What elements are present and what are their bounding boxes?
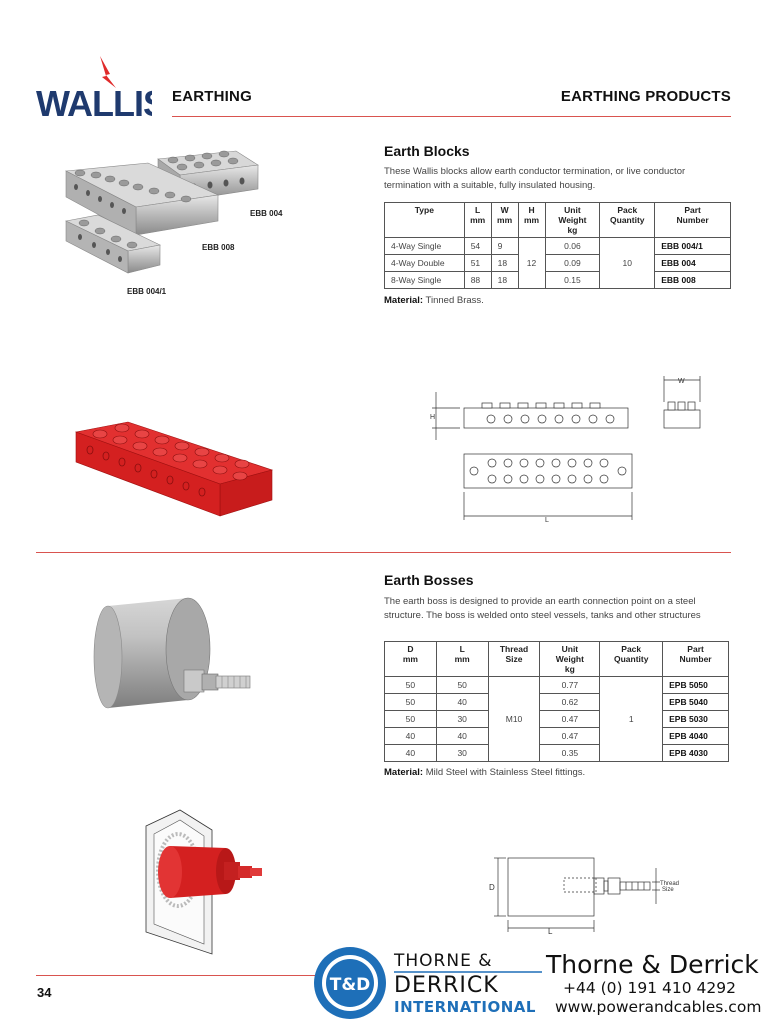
ebb0041-block-image	[65, 214, 161, 274]
table-row: 50 30 0.47 EPB 5030	[384, 710, 729, 728]
svg-text:Thread: Thread	[660, 881, 679, 887]
svg-text:WALLIS: WALLIS	[36, 83, 152, 120]
table-row: 4-Way Single 54 9 12 0.06 10 EBB 004/1	[384, 237, 731, 289]
table-row: 4-Way Double 51 18 0.09 EBB 004	[384, 254, 731, 272]
svg-text:L: L	[545, 517, 549, 524]
footer-divider	[36, 975, 336, 976]
svg-text:L: L	[548, 927, 553, 936]
svg-text:W: W	[678, 378, 685, 385]
lightning-bolt-icon	[100, 56, 116, 88]
col-type: Type	[384, 202, 465, 238]
label-ebb0041: EBB 004/1	[127, 287, 167, 296]
category-title: EARTHING PRODUCTS	[560, 88, 731, 105]
svg-text:Size: Size	[662, 887, 674, 893]
wallis-logo: WALLIS	[36, 56, 152, 120]
svg-text:T&D: T&D	[330, 975, 371, 995]
table-row: 50 50 M10 0.77 1 EPB 5050	[384, 676, 729, 762]
label-ebb008: EBB 008	[202, 243, 235, 252]
website-link[interactable]: www.powerandcables.com	[555, 998, 762, 1016]
earth-blocks-description: These Wallis blocks allow earth conducto…	[384, 166, 686, 191]
earth-boss-red-render	[145, 809, 262, 955]
earth-boss-dimension-drawing: D L Thread Size	[489, 857, 679, 936]
earth-block-dimension-drawing: H W L	[430, 376, 701, 524]
section-title: EARTHING	[172, 88, 252, 105]
earth-block-red-render	[74, 421, 274, 517]
table-row: 40 30 0.35 EPB 4030	[384, 744, 729, 762]
page-number: 34	[37, 985, 52, 1000]
svg-text:DERRICK: DERRICK	[394, 973, 499, 998]
svg-text:THORNE &: THORNE &	[393, 951, 492, 971]
table-row: 50 40 0.62 EPB 5040	[384, 693, 729, 711]
label-ebb004: EBB 004	[250, 209, 283, 218]
earth-bosses-title: Earth Bosses	[384, 572, 474, 588]
earth-bosses-description: The earth boss is designed to provide an…	[384, 596, 701, 621]
section-divider	[36, 552, 731, 553]
thorne-derrick-logo: T&D THORNE & DERRICK INTERNATIONAL	[314, 947, 542, 1019]
svg-text:D: D	[489, 883, 495, 892]
header-divider	[172, 116, 731, 117]
company-name: Thorne & Derrick	[546, 950, 759, 979]
table-row: 40 40 0.47 EPB 4040	[384, 727, 729, 745]
svg-text:H: H	[430, 414, 435, 421]
ebb008-block-image	[64, 162, 220, 236]
earth-blocks-photo	[64, 150, 259, 274]
earth-boss-photo	[93, 597, 251, 709]
earth-blocks-material: Material: Tinned Brass.	[384, 295, 484, 306]
earth-bosses-material: Material: Mild Steel with Stainless Stee…	[384, 767, 586, 778]
table-row: 8-Way Single 88 18 0.15 EBB 008	[384, 271, 731, 289]
svg-text:INTERNATIONAL: INTERNATIONAL	[394, 998, 536, 1016]
phone-number[interactable]: +44 (0) 191 410 4292	[563, 979, 736, 997]
earth-blocks-title: Earth Blocks	[384, 143, 470, 159]
